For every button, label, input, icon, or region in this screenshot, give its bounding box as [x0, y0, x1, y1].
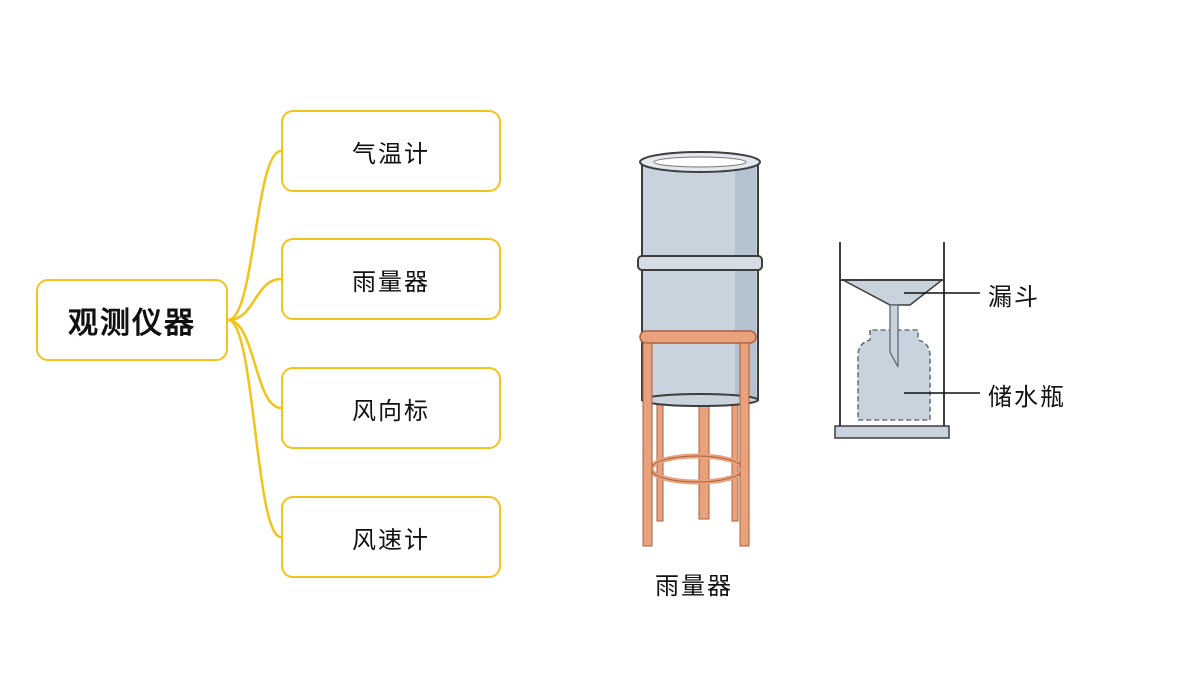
- node-label: 风向标: [352, 396, 430, 425]
- node-label: 风速计: [352, 525, 430, 554]
- rain-gauge-caption: 雨量器: [655, 572, 733, 600]
- node-label: 雨量器: [352, 267, 430, 296]
- connector-1: [227, 149, 282, 322]
- stand-top-ring: [639, 330, 757, 344]
- storage-bottle: [857, 329, 931, 421]
- stand-leg-front-right: [739, 342, 750, 547]
- connector-2: [227, 277, 282, 322]
- cylinder-band: [637, 255, 763, 271]
- stand-lower-ring-edge: [650, 455, 744, 483]
- section-base: [834, 425, 950, 439]
- mindmap-node-anemometer: 风速计: [281, 496, 501, 578]
- mindmap-connectors: [227, 149, 282, 539]
- node-label: 气温计: [352, 139, 430, 168]
- mindmap-node-wind-vane: 风向标: [281, 367, 501, 449]
- funnel-spout: [889, 304, 899, 368]
- cylinder-bottom: [641, 393, 759, 407]
- root-label: 观测仪器: [68, 306, 196, 341]
- mindmap-root-node: 观测仪器: [36, 279, 228, 361]
- connector-4: [227, 318, 282, 539]
- cylinder-rim-inner: [653, 156, 747, 168]
- storage-bottle-label: 储水瓶: [988, 383, 1066, 411]
- stand-leg-back-right: [731, 394, 739, 522]
- rain-gauge-illustration: [637, 151, 980, 547]
- funnel-label: 漏斗: [988, 283, 1040, 311]
- mindmap-node-thermometer: 气温计: [281, 110, 501, 192]
- connector-3: [227, 318, 282, 410]
- mindmap-node-rain-gauge: 雨量器: [281, 238, 501, 320]
- stand-leg-front-left: [642, 342, 653, 547]
